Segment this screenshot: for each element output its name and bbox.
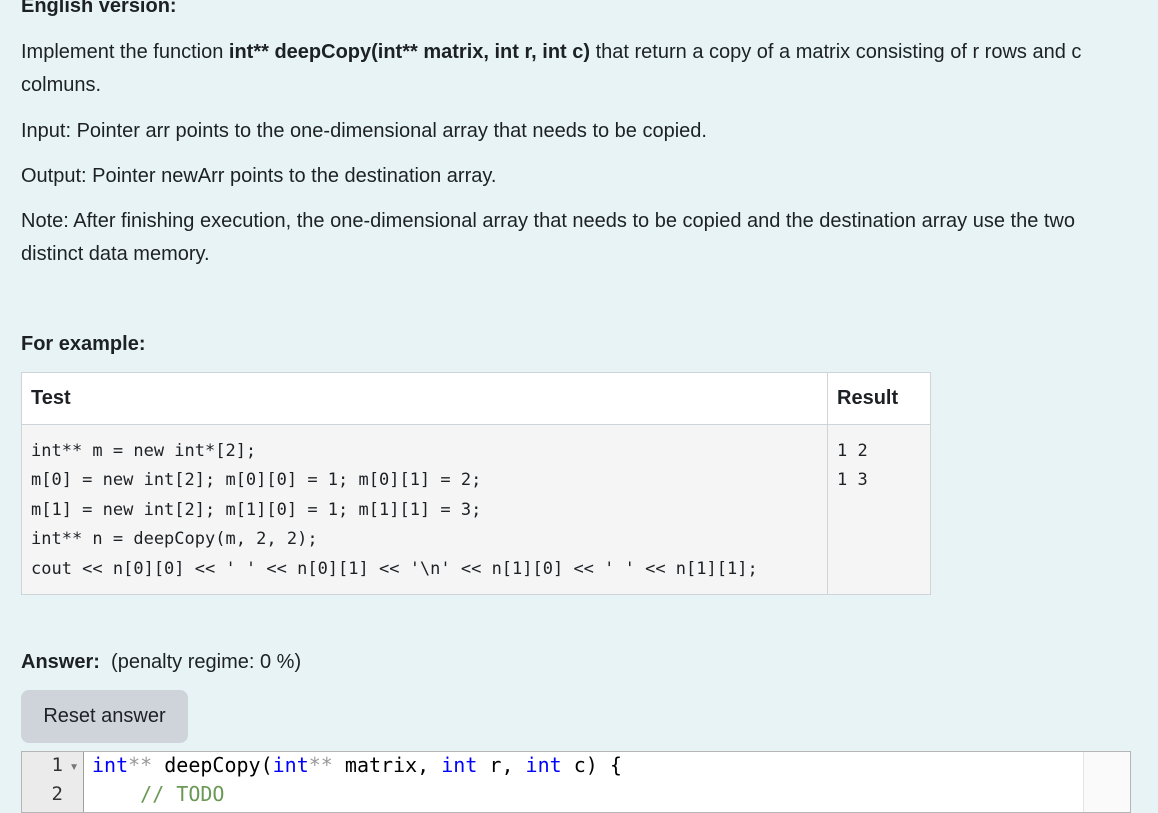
input-description: Input: Pointer arr points to the one-dim… <box>21 120 707 142</box>
code-editor[interactable]: 1 ▼ 2 int** deepCopy(int** matrix, int r… <box>21 751 1131 813</box>
table-header-row: Test Result <box>21 372 931 425</box>
answer-label: Answer: <box>21 651 100 673</box>
code-token: deepCopy( <box>152 753 273 777</box>
code-token: ** <box>308 753 333 777</box>
code-token: int <box>441 753 478 777</box>
reset-answer-button[interactable]: Reset answer <box>21 690 188 743</box>
for-example-heading: For example: <box>21 333 146 355</box>
intro-text-end: that return a copy of a matrix consistin… <box>21 41 1082 96</box>
penalty-regime: (penalty regime: 0 %) <box>111 651 302 673</box>
answer-label-line: Answer: (penalty regime: 0 %) <box>21 648 301 676</box>
code-token: r, <box>477 753 526 777</box>
editor-scroll-strip <box>1083 752 1130 812</box>
note-description: Note: After finishing execution, the one… <box>21 210 1075 265</box>
code-token: int <box>525 753 562 777</box>
line-number: 1 <box>51 754 63 776</box>
english-version-heading: English version: <box>21 0 177 17</box>
table-row: int** m = new int*[2]; m[0] = new int[2]… <box>21 423 931 596</box>
code-token: matrix, <box>332 753 442 777</box>
test-code-cell: int** m = new int*[2]; m[0] = new int[2]… <box>21 423 828 596</box>
code-line-1[interactable]: int** deepCopy(int** matrix, int r, int … <box>92 753 622 777</box>
examples-table: Test Result int** m = new int*[2]; m[0] … <box>21 372 931 596</box>
code-token: int <box>272 753 309 777</box>
code-token: ** <box>128 753 153 777</box>
fold-arrow-icon[interactable]: ▼ <box>69 762 79 773</box>
editor-gutter: 1 ▼ 2 <box>22 752 84 812</box>
code-line-2[interactable]: // TODO <box>92 782 225 806</box>
output-description: Output: Pointer newArr points to the des… <box>21 165 497 187</box>
code-token: c) { <box>561 753 622 777</box>
result-cell: 1 2 1 3 <box>827 423 931 596</box>
line-number: 2 <box>51 783 63 805</box>
function-signature: int** deepCopy(int** matrix, int r, int … <box>228 41 591 63</box>
header-result: Result <box>827 372 931 425</box>
header-test: Test <box>21 372 828 425</box>
intro-text-start: Implement the function <box>21 41 229 63</box>
question-description: Implement the function int** deepCopy(in… <box>21 36 1131 102</box>
code-token: int <box>92 753 129 777</box>
